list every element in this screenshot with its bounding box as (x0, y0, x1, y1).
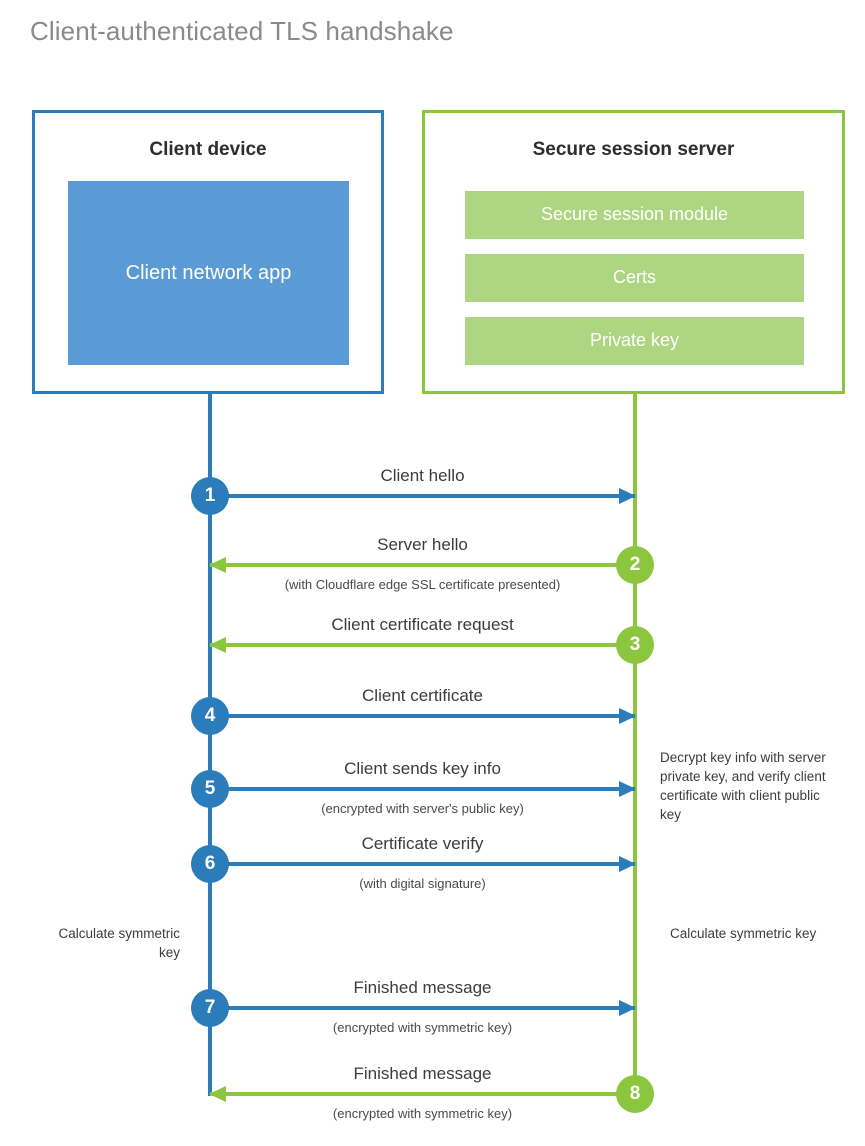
step-number-badge: 4 (191, 697, 229, 735)
message-label: Server hello (377, 535, 468, 554)
secure-session-server-title: Secure session server (532, 139, 735, 160)
message-sublabel: (with digital signature) (359, 876, 486, 891)
message-label: Certificate verify (361, 834, 484, 853)
message-label: Client hello (380, 466, 465, 485)
message-label: Client sends key info (344, 759, 501, 778)
page-title: Client-authenticated TLS handshake (30, 16, 454, 46)
step-number-badge: 6 (191, 845, 229, 883)
certs-block: Certs (465, 254, 804, 302)
private-key-block: Private key (465, 317, 804, 365)
client-network-app-block: Client network app (68, 181, 349, 365)
message-sublabel: (with Cloudflare edge SSL certificate pr… (284, 577, 561, 592)
message-arrow-line (210, 643, 635, 647)
client-device-title: Client device (149, 139, 267, 160)
message-sublabel: (encrypted with symmetric key) (332, 1106, 513, 1121)
message-label: Client certificate request (331, 615, 514, 634)
message-arrow-line (210, 563, 635, 567)
arrow-head-icon (619, 781, 636, 797)
message-arrow-line (210, 1092, 635, 1096)
note-decrypt-key-info: Decrypt key info with server private key… (660, 750, 826, 823)
arrow-head-icon (619, 488, 636, 504)
note-server-calculate-symmetric-key: Calculate symmetric key (670, 926, 817, 941)
actor-box-client-device: Client device Client network app (32, 110, 384, 394)
arrow-head-icon (619, 1000, 636, 1016)
step-number-badge: 1 (191, 477, 229, 515)
arrow-head-icon (619, 708, 636, 724)
step-number-badge: 7 (191, 989, 229, 1027)
message-label: Finished message (353, 1064, 492, 1083)
step-number-badge: 3 (616, 626, 654, 664)
message-arrow-line (210, 714, 635, 718)
message-label: Finished message (353, 978, 492, 997)
arrow-head-icon (209, 1086, 226, 1102)
step-number-badge: 5 (191, 770, 229, 808)
message-arrow-line (210, 494, 635, 498)
client-lifeline (208, 394, 212, 1096)
message-sublabel: (encrypted with symmetric key) (332, 1020, 513, 1035)
step-number-badge: 2 (616, 546, 654, 584)
secure-session-module-block: Secure session module (465, 191, 804, 239)
message-arrow-line (210, 1006, 635, 1010)
actor-box-secure-session-server: Secure session server Secure session mod… (422, 110, 845, 394)
message-arrow-line (210, 787, 635, 791)
arrow-head-icon (209, 557, 226, 573)
arrow-head-icon (209, 637, 226, 653)
server-lifeline (633, 394, 637, 1092)
step-number-badge: 8 (616, 1075, 654, 1113)
message-sublabel: (encrypted with server's public key) (321, 801, 524, 816)
message-arrow-line (210, 862, 635, 866)
arrow-head-icon (619, 856, 636, 872)
note-client-calculate-symmetric-key: Calculate symmetric key (58, 926, 180, 961)
message-label: Client certificate (362, 686, 483, 705)
